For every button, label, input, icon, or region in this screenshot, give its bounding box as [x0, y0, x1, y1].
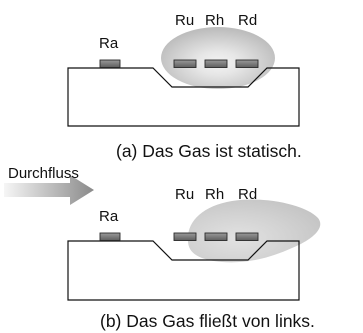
resistor-rd	[235, 59, 259, 68]
flow-label: Durchfluss	[8, 165, 79, 182]
label-rd: Rd	[238, 186, 257, 203]
resistor-ra	[99, 232, 121, 241]
label-ra: Ra	[99, 208, 119, 225]
resistor-ru	[173, 232, 197, 241]
gas-cloud	[161, 27, 275, 89]
gas-cloud-shifted	[187, 199, 321, 263]
resistor-ra	[99, 59, 121, 68]
label-rh: Rh	[205, 186, 224, 203]
label-ra: Ra	[99, 35, 119, 52]
resistor-rh	[204, 59, 228, 68]
label-ru: Ru	[175, 12, 194, 29]
resistor-rd	[235, 232, 259, 241]
label-rh: Rh	[205, 12, 224, 29]
resistor-ru	[173, 59, 197, 68]
substrate	[67, 67, 300, 127]
panel-a: Ru Rh Rd Ra (a) Das Gas ist statisch.	[67, 12, 302, 161]
caption-b: (b) Das Gas fließt von links.	[100, 311, 315, 331]
flow-arrow	[4, 175, 94, 205]
caption-a: (a) Das Gas ist statisch.	[116, 141, 302, 161]
resistor-rh	[204, 232, 228, 241]
panel-b: Durchfluss Ru Rh Rd Ra (b) Das Gas fließ…	[4, 165, 321, 331]
label-ru: Ru	[175, 186, 194, 203]
substrate	[67, 240, 300, 301]
label-rd: Rd	[238, 12, 257, 29]
